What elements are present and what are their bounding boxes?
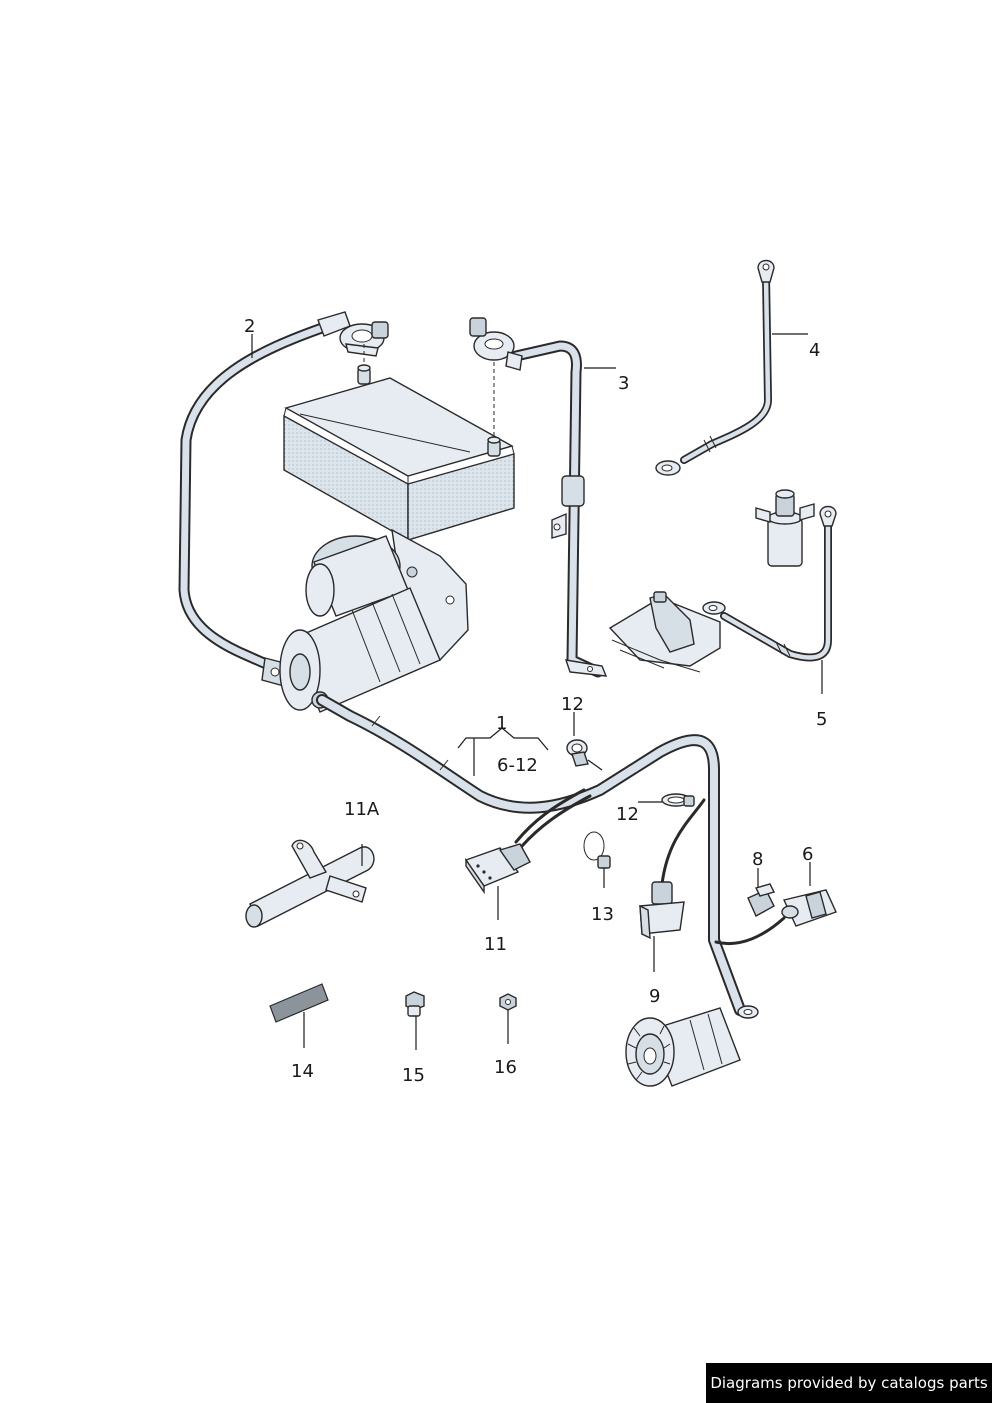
nut-16 [499, 993, 517, 1011]
ignition-coil [755, 489, 815, 567]
callout-3: 3 [618, 373, 629, 394]
bracket-11a [245, 839, 375, 928]
callout-1: 1 [496, 713, 507, 734]
wiring-harness-1 [316, 694, 786, 1019]
positive-terminal-clamp [469, 317, 523, 371]
callouts: 2 3 4 5 1 6-12 12 12 11A 13 11 8 6 9 14 … [244, 316, 827, 1086]
callout-6: 6 [802, 844, 813, 865]
callout-13: 13 [591, 904, 614, 925]
callout-9: 9 [649, 986, 660, 1007]
cable-tie-13 [583, 831, 611, 869]
callout-15: 15 [402, 1065, 425, 1086]
callout-12-top: 12 [561, 694, 584, 715]
credit-badge: Diagrams provided by catalogs parts [706, 1363, 992, 1403]
ground-strap-5 [702, 505, 837, 662]
callout-12-mid: 12 [616, 804, 639, 825]
callout-14: 14 [291, 1061, 314, 1082]
battery-cable-3 [510, 340, 608, 678]
bolt-15 [405, 991, 425, 1017]
leader-lines [251, 333, 823, 1050]
connector-9 [639, 881, 685, 940]
alternator [625, 1007, 741, 1087]
credit-text: Diagrams provided by catalogs parts [710, 1374, 988, 1392]
cap-8 [747, 883, 776, 917]
callout-8: 8 [752, 849, 763, 870]
tape-14 [269, 983, 329, 1023]
negative-terminal-clamp [339, 321, 389, 357]
connector-11 [464, 843, 531, 895]
battery [283, 344, 515, 542]
callout-16: 16 [494, 1057, 517, 1078]
control-unit-bracket [608, 591, 721, 673]
callout-11: 11 [484, 934, 507, 955]
clip-12-mid [661, 793, 695, 807]
callout-5: 5 [816, 709, 827, 730]
ground-strap-4 [655, 259, 775, 476]
callout-11a: 11A [344, 799, 380, 820]
connector-6 [781, 889, 837, 927]
callout-2: 2 [244, 316, 255, 337]
callout-4: 4 [809, 340, 820, 361]
callout-6-12: 6-12 [497, 755, 538, 776]
starter-motor [279, 528, 469, 713]
clip-12-top [566, 739, 589, 767]
